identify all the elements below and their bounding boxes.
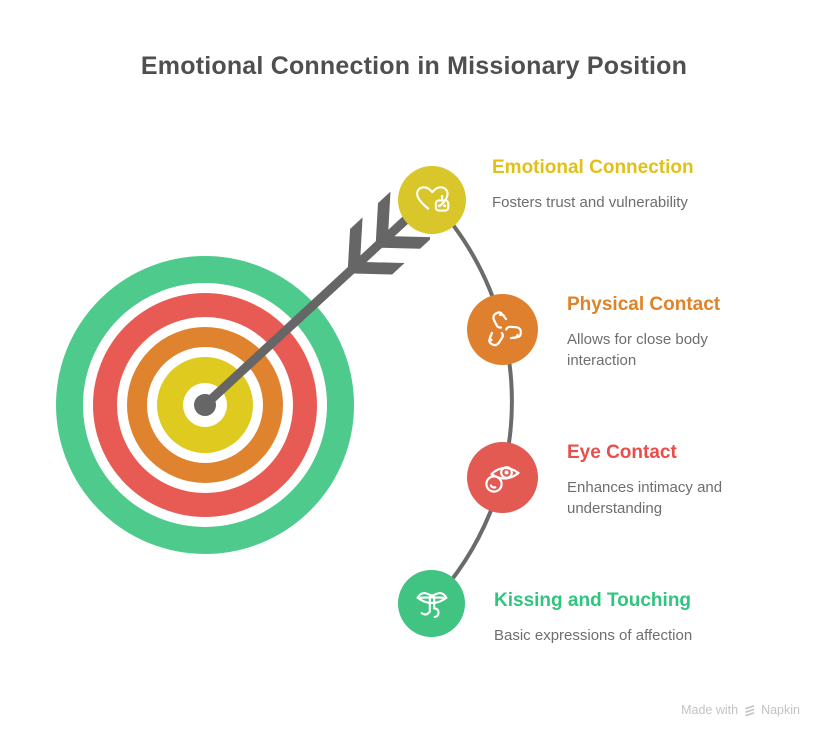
milestone-circle-eye-contact (467, 442, 538, 513)
connector-arc (430, 198, 514, 605)
milestone-label: Kissing and Touching (494, 590, 692, 611)
milestone-description: Allows for close body interaction (567, 331, 708, 369)
hands-together-icon (487, 310, 522, 346)
arrow-feather-1 (347, 217, 405, 275)
milestone-text-kissing-touching: Kissing and Touching Basic expressions o… (494, 589, 734, 646)
target-bullseye-graphic (56, 191, 430, 554)
milestone-label: Emotional Connection (492, 157, 694, 178)
eye-observation-icon (484, 465, 520, 493)
watermark-brand: Napkin (761, 703, 800, 717)
milestone-description: Fosters trust and vulnerability (492, 194, 688, 211)
milestone-description: Basic expressions of affection (494, 627, 693, 644)
milestone-circle-emotional-connection (398, 166, 466, 234)
watermark: Made with Napkin (681, 703, 800, 717)
target-ring-orange (127, 327, 283, 483)
target-ring-red (93, 293, 317, 517)
target-ring-green (56, 256, 354, 554)
milestone-description: Enhances intimacy and understanding (567, 479, 723, 517)
arrow-feather-2 (375, 191, 430, 249)
napkin-logo-icon (745, 704, 755, 716)
milestone-text-emotional-connection: Emotional Connection Fosters trust and v… (492, 156, 732, 213)
milestone-text-eye-contact: Eye Contact Enhances intimacy and unders… (567, 441, 757, 519)
watermark-prefix: Made with (681, 703, 739, 717)
milestone-circle-physical-contact (467, 294, 538, 365)
heart-robot-icon (416, 186, 450, 212)
page-title: Emotional Connection in Missionary Posit… (140, 52, 688, 80)
milestone-connector-curve (430, 198, 514, 605)
milestone-circle-kissing-touching (398, 570, 465, 637)
arrow-tip-dot (194, 394, 216, 416)
milestone-label: Physical Contact (567, 294, 721, 315)
milestone-text-physical-contact: Physical Contact Allows for close body i… (567, 293, 747, 371)
lips-shush-icon (416, 591, 447, 618)
arrow-icon (194, 191, 430, 416)
arrow-shaft (202, 211, 414, 408)
milestone-label: Eye Contact (567, 442, 677, 463)
